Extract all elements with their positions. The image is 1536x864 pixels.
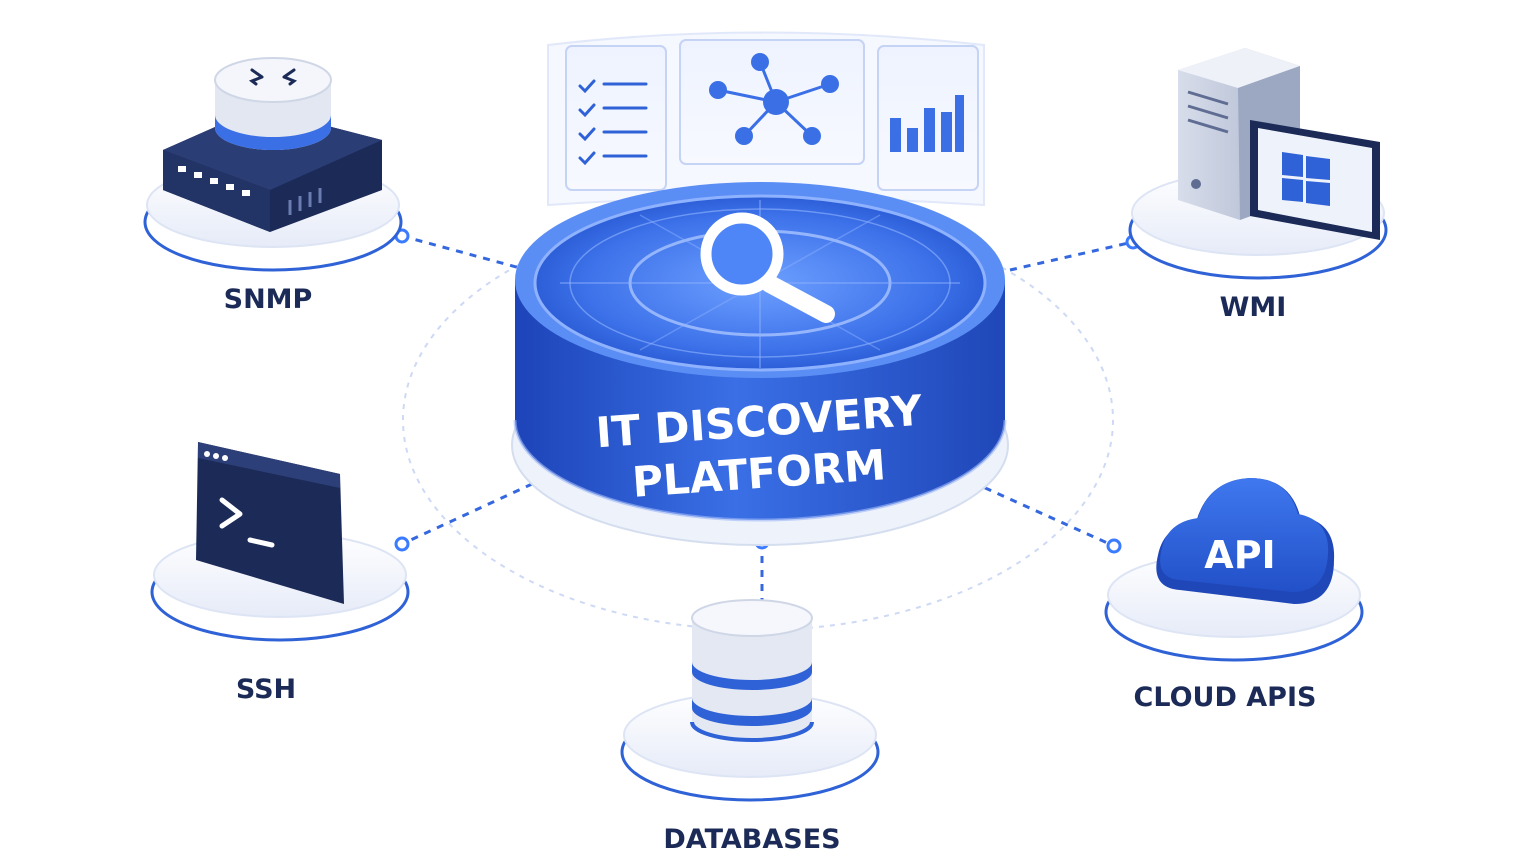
windows-server-icon — [1178, 48, 1380, 240]
node-databases — [620, 599, 880, 802]
label-databases: DATABASES — [663, 824, 840, 855]
node-snmp — [143, 57, 403, 272]
label-snmp: SNMP — [224, 284, 313, 315]
connector-snmp — [401, 234, 521, 270]
hub-platform — [511, 182, 1009, 546]
orbit-ring — [402, 209, 1114, 631]
node-ssh — [150, 442, 410, 642]
checklist-icon — [565, 45, 667, 191]
connector-cloud — [971, 480, 1115, 548]
magnifier-icon — [700, 212, 835, 323]
label-wmi: WMI — [1220, 292, 1287, 323]
cloud-api-icon: API — [1156, 478, 1335, 604]
node-wmi — [1128, 48, 1388, 280]
api-badge: API — [1204, 533, 1275, 577]
network-nodes-icon — [679, 39, 865, 165]
terminal-icon — [196, 442, 344, 604]
connector-ssh — [401, 476, 546, 546]
database-icon — [690, 599, 814, 742]
node-cloud: API — [1104, 478, 1364, 662]
connector-wmi — [1009, 240, 1134, 272]
bar-chart-icon — [877, 45, 979, 191]
label-cloud-apis: CLOUD APIS — [1134, 682, 1317, 713]
hub-panels — [547, 31, 985, 207]
connectors — [401, 234, 1134, 600]
label-ssh: SSH — [236, 674, 296, 705]
router-icon — [163, 57, 382, 232]
